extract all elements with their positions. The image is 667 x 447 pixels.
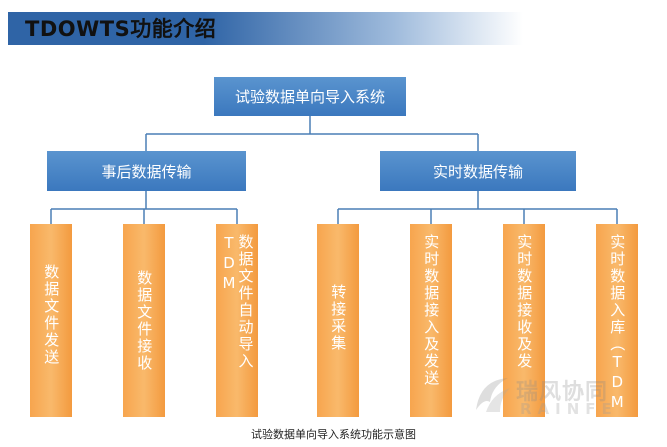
branch-realtime-transfer: 实时数据传输 (380, 151, 576, 191)
branch-post-transfer: 事后数据传输 (47, 151, 246, 191)
brand-logo-icon (476, 378, 510, 412)
leaf-realtime-receive-send: 实时数据接收及发 (503, 224, 545, 417)
watermark-brand-en: RAINFE (520, 400, 618, 418)
page-title: TDOWTS功能介绍 (25, 17, 217, 41)
leaf-realtime-store: 实时数据入库（TDM (596, 224, 638, 417)
leaf-file-auto-import: 数据文件自动导入TDM (216, 224, 258, 417)
leaf-realtime-ingest-send: 实时数据接入及发送 (410, 224, 452, 417)
root-node: 试验数据单向导入系统 (214, 77, 406, 116)
figure-caption: 试验数据单向导入系统功能示意图 (251, 428, 416, 441)
title-bar (8, 12, 523, 45)
leaf-relay-capture: 转接采集 (317, 224, 359, 417)
watermark-brand-cn: 瑞风协同 (516, 380, 609, 405)
watermark: 瑞风协同 RAINFE (470, 372, 645, 422)
leaf-file-send: 数据文件发送 (30, 224, 72, 417)
leaf-file-receive: 数据文件接收 (123, 224, 165, 417)
